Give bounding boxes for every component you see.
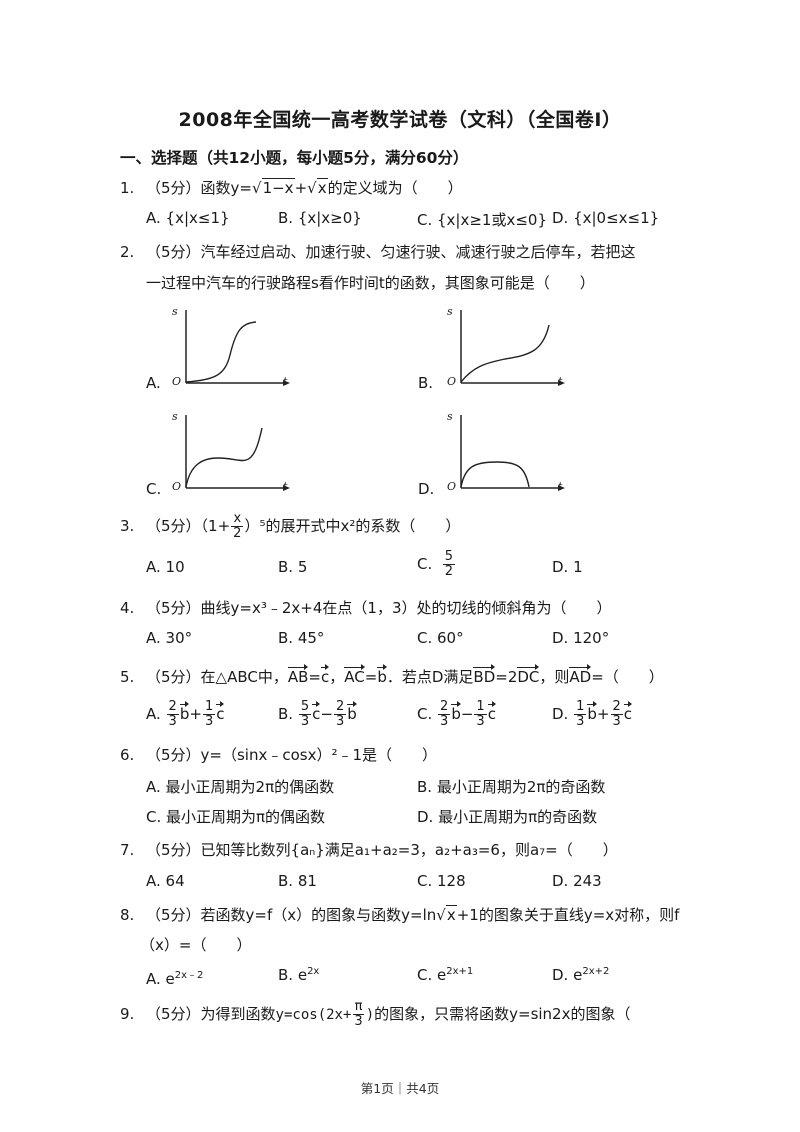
option-a: A. 10 <box>146 558 185 576</box>
option-a: A. e2x﹣2 <box>146 970 204 988</box>
graph-b: s t O <box>445 305 570 394</box>
origin-label: O <box>172 375 181 388</box>
origin-label: O <box>172 480 181 493</box>
option-a: A. 30° <box>146 629 193 647</box>
option-c: C. <box>146 480 162 498</box>
question-2-line2: 一过程中汽车的行驶路程s看作时间t的函数，其图象可能是（ ） <box>146 274 595 292</box>
option-a: A. 最小正周期为2π的偶函数 <box>146 778 335 796</box>
question-2: 2.（5分）汽车经过启动、加速行驶、匀速行驶、减速行驶之后停车，若把这 <box>120 243 636 261</box>
option-d: D. e2x+2 <box>552 966 610 984</box>
question-7: 7.（5分）已知等比数列{aₙ}满足a₁+a₂=3，a₂+a₃=6，则a₇=（ … <box>120 841 618 859</box>
option-c: C. e2x+1 <box>417 966 474 984</box>
option-b: B. <box>418 374 434 392</box>
question-1: 1.（5分）函数y=√1−x+√x的定义域为（ ） <box>120 178 463 197</box>
origin-label: O <box>447 480 456 493</box>
option-b: B. 45° <box>278 629 325 647</box>
question-5: 5.（5分）在△ABC中，AB=c，AC=b．若点D满足BD=2DC，则AD=（… <box>120 664 664 686</box>
axis-label-s: s <box>447 305 453 318</box>
question-4: 4.（5分）曲线y=x³﹣2x+4在点（1，3）处的切线的倾斜角为（ ） <box>120 599 612 617</box>
axis-label-t: t <box>283 375 288 388</box>
option-b: B. 最小正周期为2π的奇函数 <box>417 778 606 796</box>
axis-label-s: s <box>447 410 453 423</box>
question-6: 6.（5分）y=（sinx﹣cosx）²﹣1是（ ） <box>120 746 438 764</box>
option-a: A. {x|x≤1} <box>146 209 230 227</box>
page-title: 2008年全国统一高考数学试卷（文科）（全国卷Ⅰ） <box>178 109 622 131</box>
axis-label-t: t <box>558 375 563 388</box>
axis-label-t: t <box>558 480 563 493</box>
option-b: B. 5 <box>278 558 308 576</box>
question-number: 1. <box>120 179 135 197</box>
option-b: B. 81 <box>278 872 317 890</box>
axis-label-s: s <box>172 305 178 318</box>
graph-a: s t O <box>170 305 295 394</box>
option-d: D. 243 <box>552 872 602 890</box>
option-b: B. e2x <box>278 966 320 984</box>
axis-label-t: t <box>283 480 288 493</box>
section-heading: 一、选择题（共12小题，每小题5分，满分60分） <box>120 149 469 167</box>
option-c: C. {x|x≥1或x≤0} <box>417 211 548 229</box>
graph-d: s t O <box>445 410 570 499</box>
page-footer: 第1页｜共4页 <box>360 1081 440 1096</box>
origin-label: O <box>447 375 456 388</box>
option-c: C. 128 <box>417 872 466 890</box>
option-b: B. {x|x≥0} <box>278 209 362 227</box>
graph-c: s t O <box>170 410 295 499</box>
option-c: C. 最小正周期为π的偶函数 <box>146 808 326 826</box>
option-d: D. 120° <box>552 629 610 647</box>
option-a: A. 64 <box>146 872 185 890</box>
option-d: D. 1 <box>552 558 583 576</box>
option-c: C. 60° <box>417 629 464 647</box>
question-8-line2: （x）=（ ） <box>140 936 252 954</box>
option-d: D. {x|0≤x≤1} <box>552 209 660 227</box>
axis-label-s: s <box>172 410 178 423</box>
option-d: D. <box>418 480 435 498</box>
option-d: D. 最小正周期为π的奇函数 <box>417 808 598 826</box>
question-8: 8.（5分）若函数y=f（x）的图象与函数y=ln√x+1的图象关于直线y=x对… <box>120 905 680 924</box>
option-a: A. <box>146 374 161 392</box>
